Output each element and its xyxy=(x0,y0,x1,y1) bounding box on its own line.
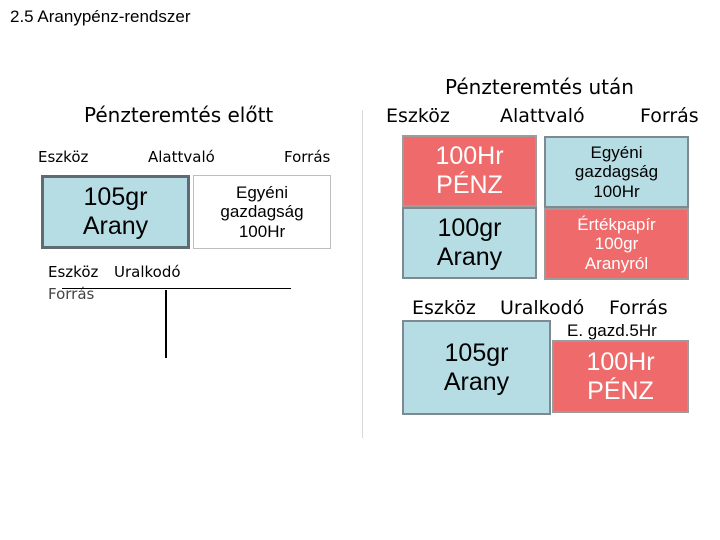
after-header-asset: Eszköz xyxy=(386,105,450,127)
slide-title: 2.5 Aranypénz-rendszer xyxy=(10,7,191,26)
before-ruler-label-source: Forrás xyxy=(48,285,95,303)
before-asset-gold-box: 105gr Arany xyxy=(41,175,190,249)
after-ruler-source-money-box: 100Hr PÉNZ xyxy=(552,340,689,413)
before-header-source: Forrás xyxy=(284,148,331,166)
after-header-subject: Alattvaló xyxy=(500,105,585,127)
before-ruler-label-asset: Eszköz xyxy=(48,263,99,281)
after-ruler-label-asset: Eszköz xyxy=(412,297,476,319)
before-ruler-label-ruler: Uralkodó xyxy=(114,263,181,281)
section-divider xyxy=(362,110,363,438)
after-title: Pénzteremtés után xyxy=(445,75,634,99)
before-header-subject: Alattvaló xyxy=(148,148,215,166)
before-title: Pénzteremtés előtt xyxy=(84,103,274,127)
after-ruler-asset-gold-box: 105gr Arany xyxy=(402,320,551,415)
after-source-security-box: Értékpapír 100gr Aranyról xyxy=(544,208,689,280)
after-asset-gold-box: 100gr Arany xyxy=(402,207,537,279)
after-source-wealth-box: Egyéni gazdagság 100Hr xyxy=(544,136,689,208)
before-header-asset: Eszköz xyxy=(38,148,89,166)
before-ruler-t-account-vline xyxy=(165,290,167,358)
before-ruler-t-account-hline xyxy=(62,288,291,289)
after-ruler-label-source: Forrás xyxy=(609,297,668,319)
after-header-source: Forrás xyxy=(640,105,699,127)
after-ruler-source-small-label: E. gazd.5Hr xyxy=(567,321,657,340)
after-ruler-label-ruler: Uralkodó xyxy=(500,297,585,319)
after-asset-money-box: 100Hr PÉNZ xyxy=(402,135,537,207)
before-source-wealth-box: Egyéni gazdagság 100Hr xyxy=(193,175,331,249)
